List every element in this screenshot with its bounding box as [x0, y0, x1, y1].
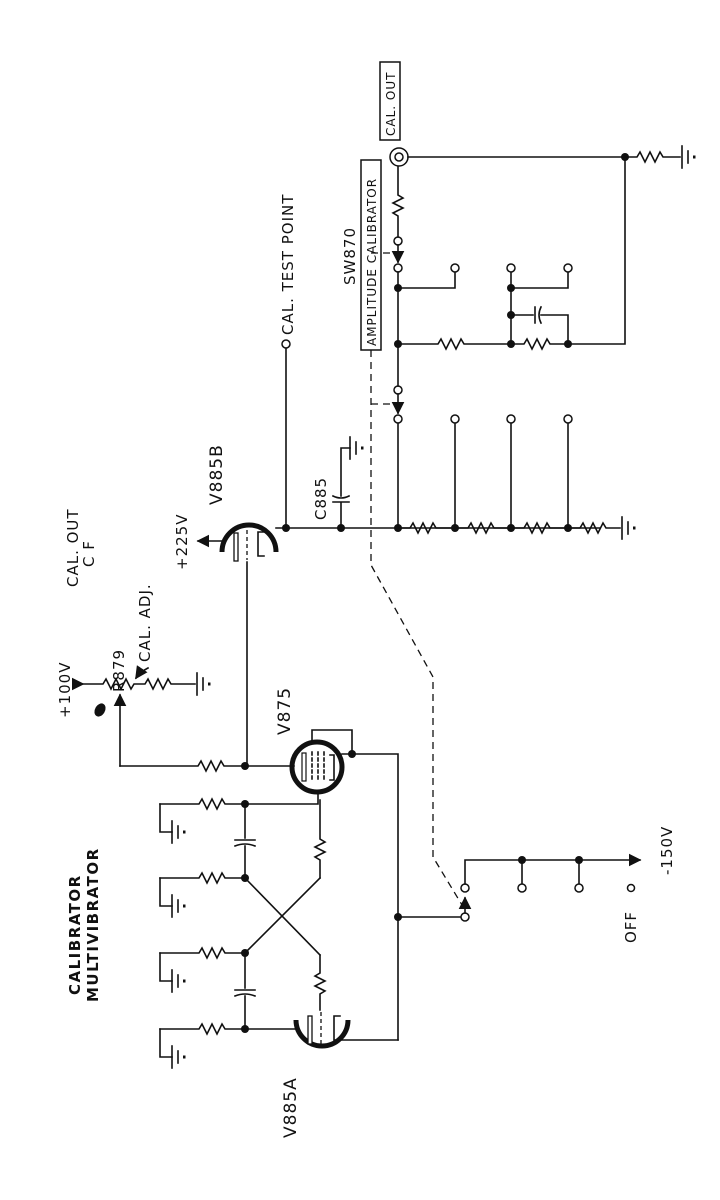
divider-chain: [391, 347, 637, 540]
svg-text:CAL. OUT: CAL. OUT: [64, 508, 82, 587]
power-switch-section: [397, 853, 642, 922]
svg-text:CAL. OUT: CAL. OUT: [384, 72, 398, 136]
v875-label: V875: [275, 687, 295, 735]
cal-test-point-label: CAL. TEST POINT: [279, 194, 297, 335]
r879-potentiometer: [71, 665, 295, 773]
c885-label: C885: [312, 477, 330, 520]
v875-tube: [289, 729, 402, 1041]
v885a-tube: [244, 1012, 399, 1049]
cal-out-connector: [389, 145, 697, 169]
svg-text:MULTIVIBRATOR: MULTIVIBRATOR: [84, 847, 102, 1002]
v885b-label: V885B: [207, 444, 227, 505]
plus225-label: +225V: [173, 514, 191, 570]
cal-adj-label: CAL. ADJ.: [136, 583, 154, 662]
off-contact: [626, 883, 636, 893]
cal-test-point-terminal: [281, 339, 291, 349]
amplitude-calibrator-box: AMPLITUDE CALIBRATOR: [360, 159, 382, 351]
svg-text:C F: C F: [80, 540, 98, 567]
sw870-label: SW870: [341, 227, 359, 285]
off-label: OFF: [622, 911, 640, 943]
v885b-tube: [196, 522, 601, 767]
svg-text:CALIBRATOR: CALIBRATOR: [66, 874, 84, 995]
sw870-linkage: [370, 252, 463, 906]
multivibrator-ground-network: [159, 791, 327, 1069]
svg-text:AMPLITUDE CALIBRATOR: AMPLITUDE CALIBRATOR: [365, 178, 379, 346]
c885-capacitor: [331, 436, 365, 532]
minus150-label: -150V: [658, 826, 676, 875]
title-label: CALIBRATOR MULTIVIBRATOR: [66, 847, 102, 1002]
cal-out-box: CAL. OUT: [379, 61, 401, 141]
attenuator-network: [391, 156, 626, 351]
cal-test-point-branch: [281, 339, 291, 532]
v885a-label: V885A: [281, 1077, 301, 1138]
cal-out-cf-label: CAL. OUT C F: [64, 508, 98, 587]
plus100-label: +100V: [56, 662, 74, 718]
